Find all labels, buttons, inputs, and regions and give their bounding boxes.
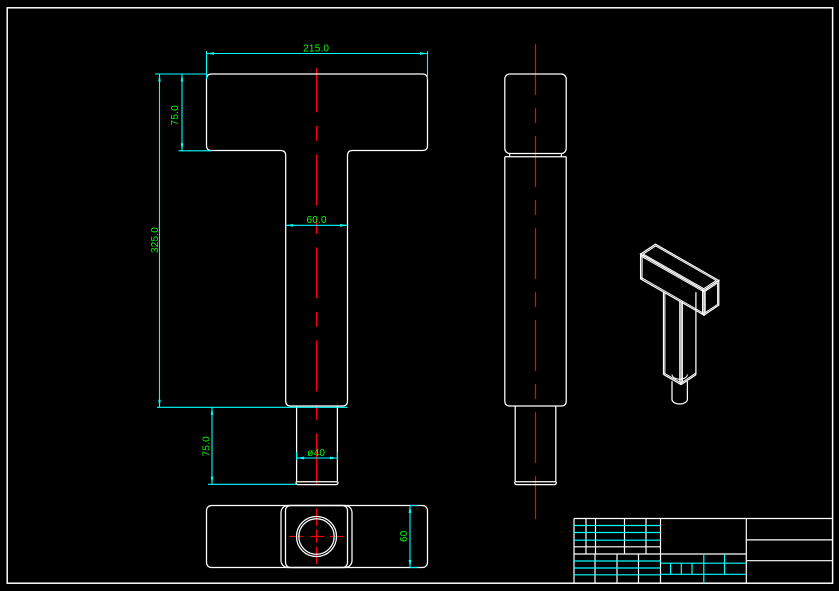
svg-text:75.0: 75.0 [202, 436, 213, 457]
svg-text:60.0: 60.0 [306, 215, 327, 226]
svg-text:75.0: 75.0 [170, 105, 181, 126]
svg-text:325.0: 325.0 [150, 227, 161, 253]
svg-text:60: 60 [399, 530, 410, 542]
svg-text:ø40: ø40 [307, 448, 325, 459]
svg-text:215.0: 215.0 [303, 44, 329, 55]
